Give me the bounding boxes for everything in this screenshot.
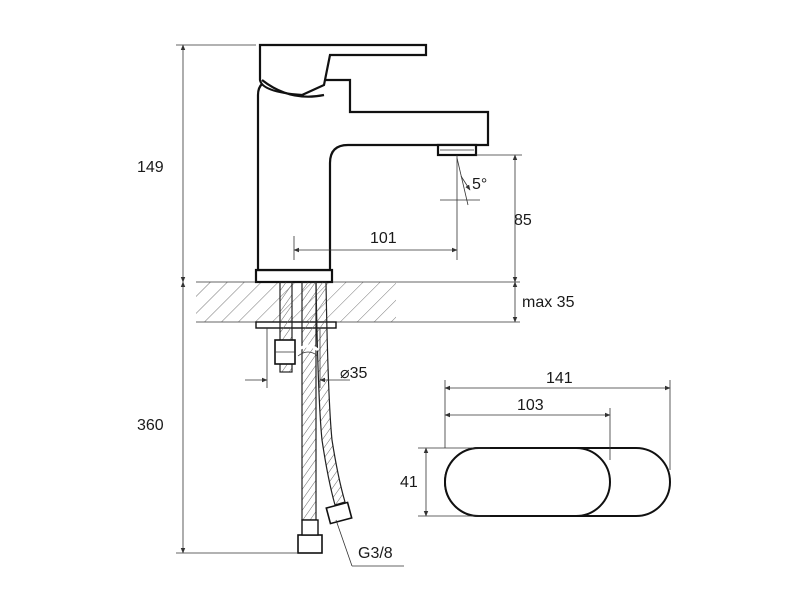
handle-plan-view	[444, 447, 671, 517]
dimension-label-149: 149	[137, 159, 164, 176]
mounting-hardware	[255, 281, 337, 373]
dimension-max-thickness: max 35	[512, 281, 575, 323]
dimension-hole-diameter: ⌀35	[245, 328, 368, 388]
dimension-label-141: 141	[546, 370, 573, 387]
countertop-section	[196, 281, 520, 323]
dimension-angle: 5°	[440, 157, 487, 206]
dimension-label-41: 41	[400, 474, 418, 491]
dimension-label-103: 103	[517, 397, 544, 414]
dimension-label-101: 101	[370, 230, 397, 247]
supply-hoses	[297, 281, 353, 554]
dimension-handle-length: 141	[444, 370, 671, 470]
dimension-spout-reach: 101	[293, 155, 458, 260]
dimension-label-max-35: max 35	[522, 294, 575, 311]
dimension-thread: G3/8	[335, 519, 404, 567]
dimension-label-85: 85	[514, 212, 532, 229]
dimension-handle-inner-length: 103	[444, 397, 611, 460]
dimension-label-g38: G3/8	[358, 545, 393, 562]
dimension-under-counter: 360	[137, 281, 298, 554]
dimension-label-360: 360	[137, 417, 164, 434]
dimension-height-total: 149	[137, 44, 256, 283]
dimension-spout-height: 85	[476, 154, 532, 283]
dimension-handle-width: 41	[400, 447, 490, 517]
dimension-label-angle: 5°	[472, 176, 487, 193]
dimension-label-diameter: ⌀35	[340, 365, 368, 382]
